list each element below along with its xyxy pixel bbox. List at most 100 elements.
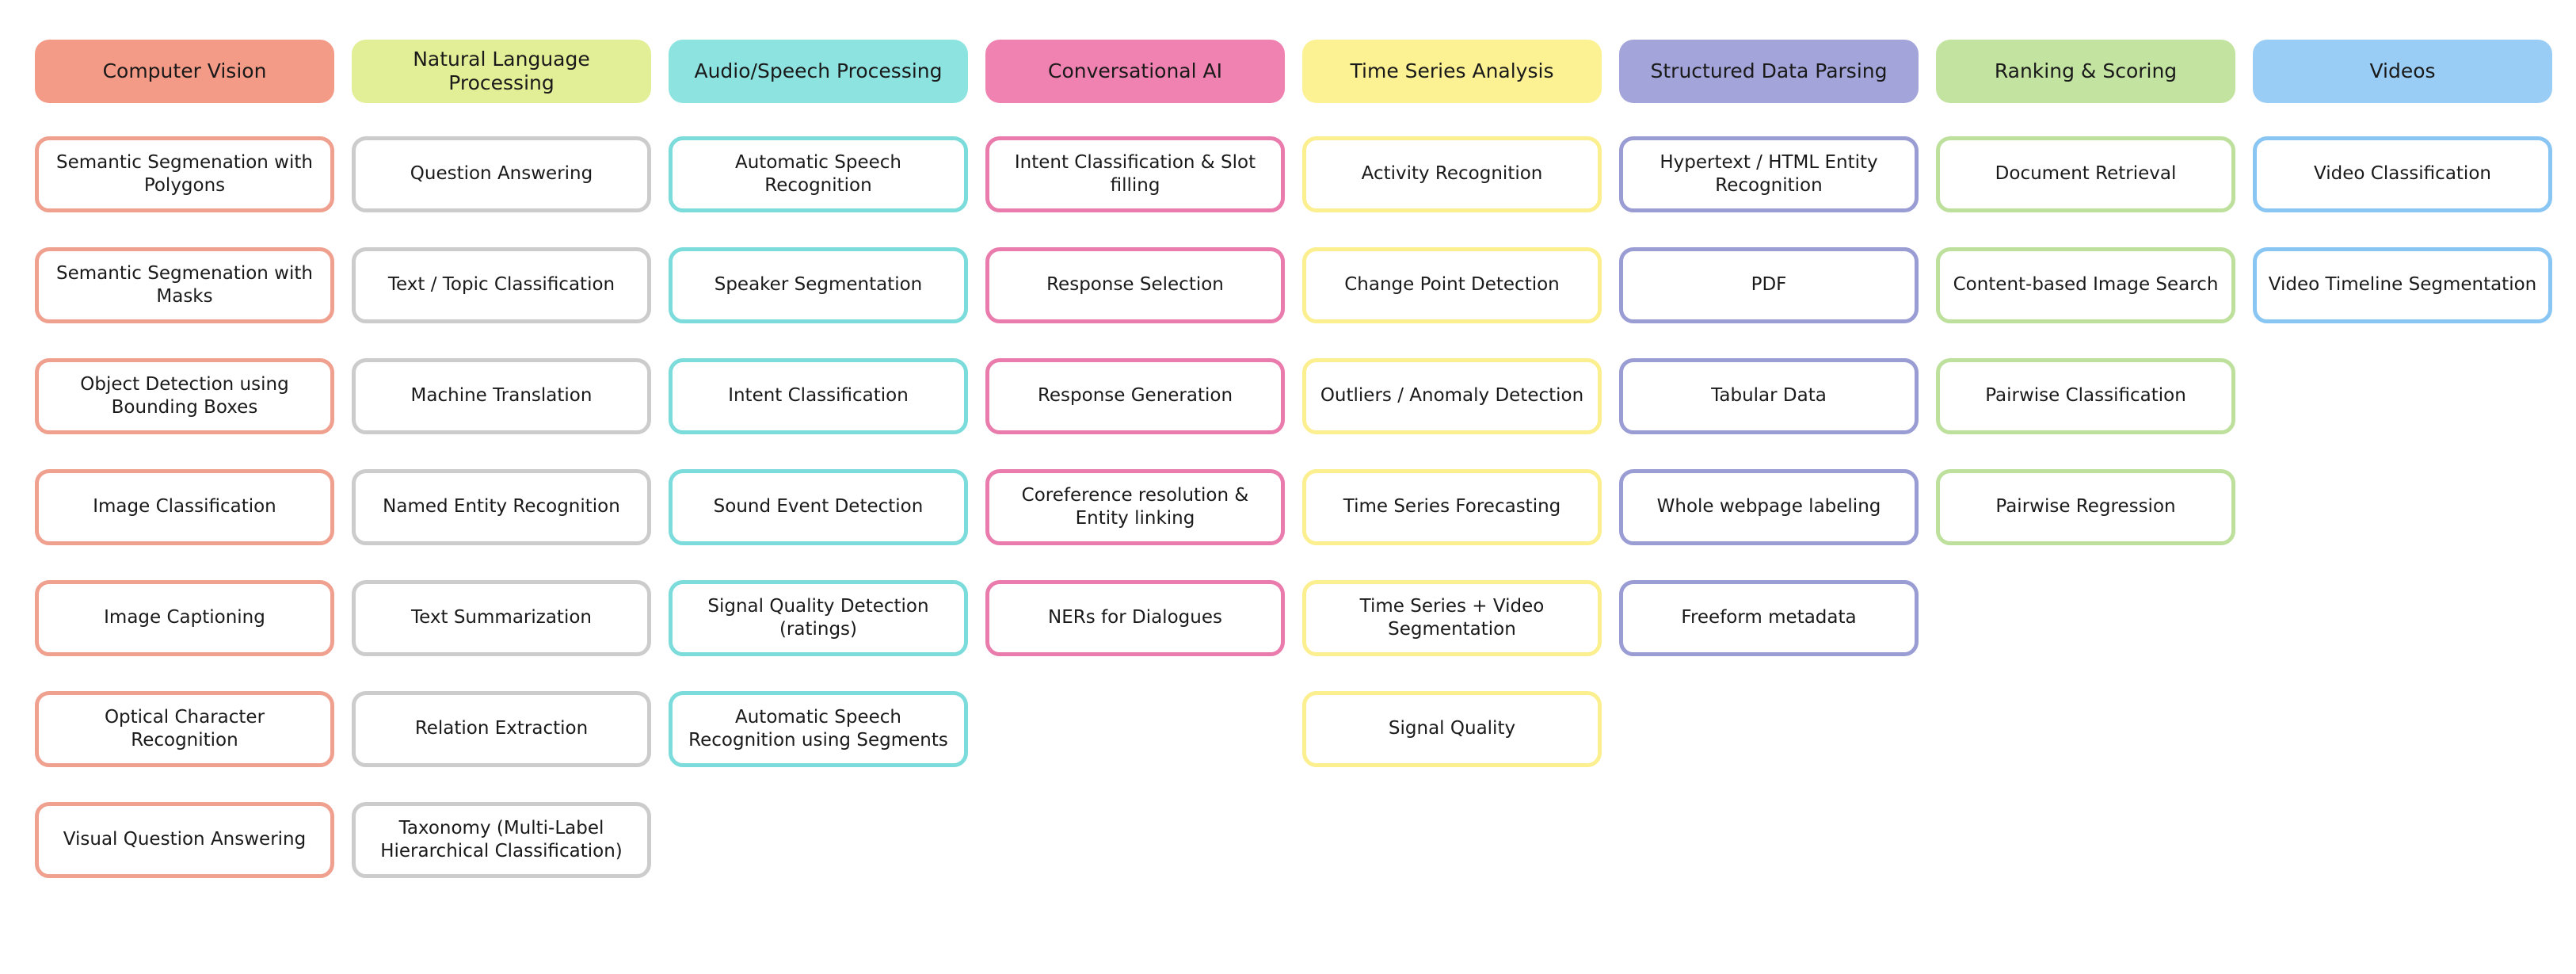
task-card-label: Document Retrieval	[1995, 163, 2177, 185]
task-card[interactable]: Visual Question Answering	[35, 802, 334, 878]
task-card-label: Named Entity Recognition	[383, 496, 620, 518]
task-card[interactable]: PDF	[1619, 247, 1919, 323]
task-card-label: Outliers / Anomaly Detection	[1320, 385, 1584, 407]
task-card-label: Image Classification	[93, 496, 276, 518]
task-card[interactable]: Semantic Segmenation with Polygons	[35, 136, 334, 212]
task-card[interactable]: Freeform metadata	[1619, 580, 1919, 656]
task-card-label: Visual Question Answering	[63, 829, 307, 850]
task-card[interactable]: Response Selection	[985, 247, 1285, 323]
task-card[interactable]: Video Classification	[2253, 136, 2552, 212]
task-card[interactable]: Taxonomy (Multi-Label Hierarchical Class…	[352, 802, 651, 878]
task-card-label: Speaker Segmentation	[714, 274, 923, 296]
task-card[interactable]: Optical Character Recognition	[35, 691, 334, 767]
task-card[interactable]: Image Captioning	[35, 580, 334, 656]
task-card-label: Intent Classification	[728, 385, 909, 407]
task-card-label: Sound Event Detection	[713, 496, 924, 518]
task-card[interactable]: Time Series Forecasting	[1302, 469, 1602, 545]
task-card[interactable]: Signal Quality Detection (ratings)	[669, 580, 968, 656]
task-card-label: PDF	[1751, 274, 1787, 296]
task-card-label: Text Summarization	[411, 607, 592, 628]
task-card[interactable]: NERs for Dialogues	[985, 580, 1285, 656]
task-card-label: Automatic Speech Recognition	[735, 151, 901, 196]
task-card[interactable]: Pairwise Classification	[1936, 358, 2235, 434]
task-card[interactable]: Speaker Segmentation	[669, 247, 968, 323]
task-card-label: Optical Character Recognition	[104, 706, 265, 751]
task-card[interactable]: Pairwise Regression	[1936, 469, 2235, 545]
task-card[interactable]: Time Series + Video Segmentation	[1302, 580, 1602, 656]
task-card-label: Signal Quality Detection (ratings)	[707, 595, 929, 640]
category-header-audio-speech-processing[interactable]: Audio/Speech Processing	[669, 40, 968, 103]
task-card[interactable]: Hypertext / HTML Entity Recognition	[1619, 136, 1919, 212]
task-card[interactable]: Automatic Speech Recognition	[669, 136, 968, 212]
task-card[interactable]: Machine Translation	[352, 358, 651, 434]
task-card-label: Image Captioning	[104, 607, 265, 628]
task-card-label: Taxonomy (Multi-Label Hierarchical Class…	[380, 817, 623, 861]
task-card[interactable]: Question Answering	[352, 136, 651, 212]
task-card-label: Whole webpage labeling	[1656, 496, 1881, 518]
task-card[interactable]: Text Summarization	[352, 580, 651, 656]
task-card-label: Coreference resolution & Entity linking	[1021, 484, 1249, 529]
task-card-label: Pairwise Regression	[1995, 496, 2176, 518]
task-card-label: Hypertext / HTML Entity Recognition	[1660, 151, 1878, 196]
task-card-label: Time Series Forecasting	[1343, 496, 1561, 518]
task-card[interactable]: Activity Recognition	[1302, 136, 1602, 212]
category-header-computer-vision[interactable]: Computer Vision	[35, 40, 334, 103]
task-card-label: Video Classification	[2314, 163, 2491, 185]
task-card-label: Question Answering	[410, 163, 593, 185]
task-card-label: Semantic Segmenation with Masks	[56, 262, 313, 307]
task-card-label: Freeform metadata	[1681, 607, 1857, 628]
task-card[interactable]: Named Entity Recognition	[352, 469, 651, 545]
task-card-label: Automatic Speech Recognition using Segme…	[688, 706, 948, 751]
task-card[interactable]: Image Classification	[35, 469, 334, 545]
category-header-conversational-ai[interactable]: Conversational AI	[985, 40, 1285, 103]
task-card-label: Semantic Segmenation with Polygons	[56, 151, 313, 196]
task-card[interactable]: Tabular Data	[1619, 358, 1919, 434]
task-card-label: Response Selection	[1046, 274, 1224, 296]
task-card-label: Machine Translation	[410, 385, 593, 407]
task-card[interactable]: Text / Topic Classification	[352, 247, 651, 323]
task-card-label: Video Timeline Segmentation	[2268, 274, 2537, 296]
task-card[interactable]: Relation Extraction	[352, 691, 651, 767]
category-header-time-series-analysis[interactable]: Time Series Analysis	[1302, 40, 1602, 103]
task-card-label: Intent Classification & Slot filling	[1014, 151, 1256, 196]
task-card[interactable]: Intent Classification	[669, 358, 968, 434]
task-card[interactable]: Change Point Detection	[1302, 247, 1602, 323]
category-header-videos[interactable]: Videos	[2253, 40, 2552, 103]
task-card[interactable]: Semantic Segmenation with Masks	[35, 247, 334, 323]
task-card[interactable]: Sound Event Detection	[669, 469, 968, 545]
task-card-label: Text / Topic Classification	[387, 274, 615, 296]
task-card-label: Pairwise Classification	[1985, 385, 2186, 407]
task-card[interactable]: Intent Classification & Slot filling	[985, 136, 1285, 212]
task-card-label: Signal Quality	[1388, 718, 1516, 739]
task-card-label: Tabular Data	[1711, 385, 1827, 407]
task-card-label: Time Series + Video Segmentation	[1359, 595, 1545, 640]
task-card-label: NERs for Dialogues	[1048, 607, 1222, 628]
category-header-natural-language-processing[interactable]: Natural Language Processing	[352, 40, 651, 103]
task-card[interactable]: Video Timeline Segmentation	[2253, 247, 2552, 323]
task-card[interactable]: Automatic Speech Recognition using Segme…	[669, 691, 968, 767]
task-card[interactable]: Content-based Image Search	[1936, 247, 2235, 323]
category-column-conversational-ai: Conversational AI Intent Classification &…	[985, 40, 1285, 691]
category-header-structured-data-parsing[interactable]: Structured Data Parsing	[1619, 40, 1919, 103]
task-card-label: Change Point Detection	[1344, 274, 1560, 296]
category-header-ranking-and-scoring[interactable]: Ranking & Scoring	[1936, 40, 2235, 103]
task-card-label: Content-based Image Search	[1953, 274, 2219, 296]
task-card[interactable]: Whole webpage labeling	[1619, 469, 1919, 545]
task-card-label: Relation Extraction	[414, 718, 589, 739]
task-card[interactable]: Outliers / Anomaly Detection	[1302, 358, 1602, 434]
task-card-label: Object Detection using Bounding Boxes	[80, 373, 289, 418]
task-card[interactable]: Coreference resolution & Entity linking	[985, 469, 1285, 545]
task-card[interactable]: Signal Quality	[1302, 691, 1602, 767]
task-card[interactable]: Response Generation	[985, 358, 1285, 434]
task-card[interactable]: Object Detection using Bounding Boxes	[35, 358, 334, 434]
task-card[interactable]: Document Retrieval	[1936, 136, 2235, 212]
task-card-label: Response Generation	[1037, 385, 1233, 407]
